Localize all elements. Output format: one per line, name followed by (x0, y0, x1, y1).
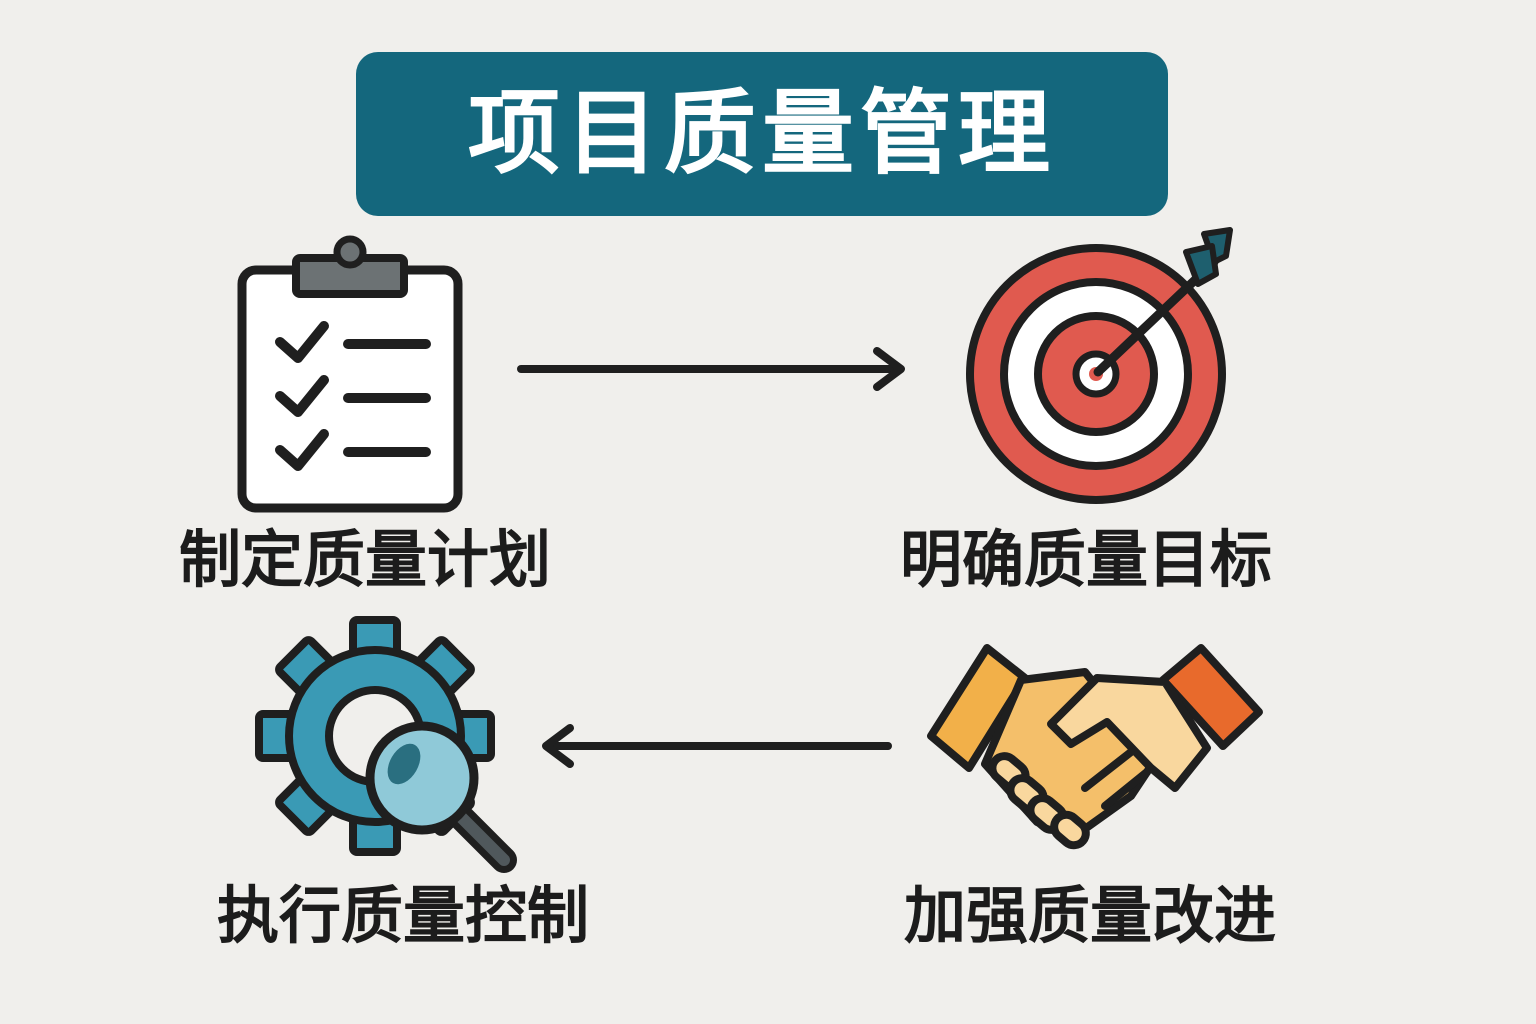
target-arrow-icon (966, 227, 1233, 504)
arrow-left-icon (542, 724, 892, 768)
clipboard-checklist-icon (237, 235, 463, 513)
step-label-improve: 加强质量改进 (903, 879, 1276, 952)
arrow-right-icon (517, 347, 905, 391)
step-label-plan: 制定质量计划 (178, 523, 551, 596)
step-label-control: 执行质量控制 (216, 879, 589, 952)
title-banner: 项目质量管理 (356, 52, 1168, 216)
page-title: 项目质量管理 (467, 80, 1056, 187)
handshake-icon (927, 644, 1263, 850)
gear-magnifier-icon (255, 616, 517, 873)
step-label-goal: 明确质量目标 (899, 523, 1272, 596)
